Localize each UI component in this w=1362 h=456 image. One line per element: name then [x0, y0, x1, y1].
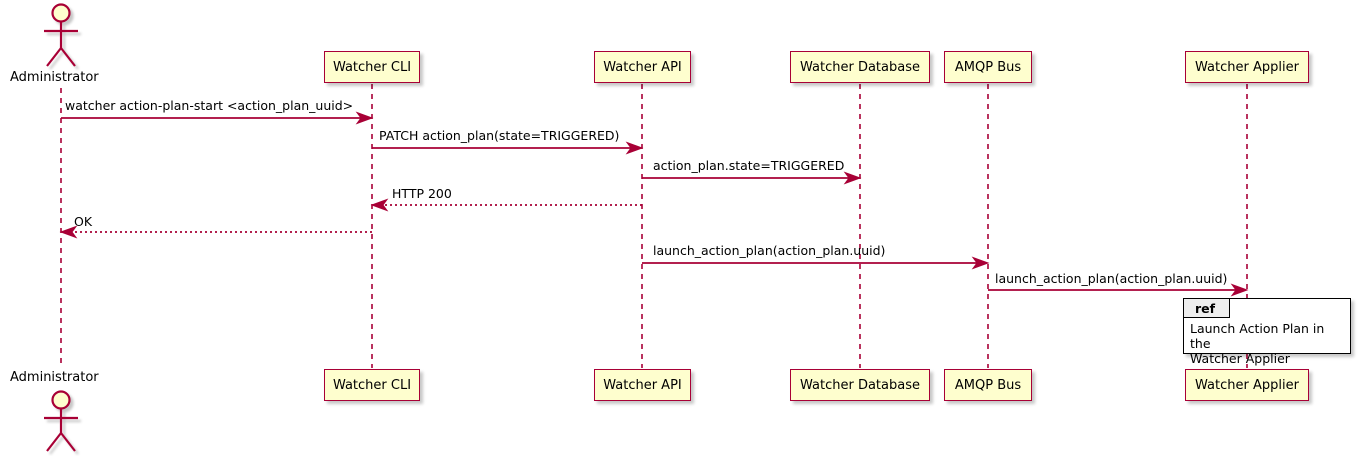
participant-box-amqp-bus-top[interactable]: AMQP Bus: [944, 51, 1032, 83]
actor-label-administrator-bottom: Administrator: [10, 370, 99, 385]
message-arrow-4: [59, 225, 372, 239]
message-arrow-5: [642, 256, 990, 270]
participant-box-watcher-cli-top[interactable]: Watcher CLI: [324, 51, 420, 83]
participant-box-watcher-api-bottom[interactable]: Watcher API: [594, 369, 691, 401]
message-label-3: HTTP 200: [392, 186, 452, 201]
actor-administrator-bottom-figure: [44, 390, 78, 452]
participant-box-watcher-applier-bottom[interactable]: Watcher Applier: [1185, 369, 1309, 401]
message-label-0: watcher action-plan-start <action_plan_u…: [65, 98, 354, 113]
lifeline-group: [60, 84, 1248, 368]
participant-box-watcher-database-top[interactable]: Watcher Database: [790, 51, 930, 83]
message-text-3: HTTP 200: [392, 186, 452, 201]
participant-label-watcher-database-bottom: Watcher Database: [800, 377, 920, 393]
participant-label-watcher-cli-bottom: Watcher CLI: [332, 377, 412, 393]
message-arrow-6: [988, 283, 1249, 297]
participant-label-watcher-cli-top: Watcher CLI: [332, 59, 412, 75]
message-arrow-1: [372, 141, 644, 155]
participant-box-watcher-api-top[interactable]: Watcher API: [594, 51, 691, 83]
participant-label-watcher-api-top: Watcher API: [603, 59, 682, 75]
message-arrow-0: [61, 111, 374, 125]
message-text-1: PATCH action_plan(state=TRIGGERED): [379, 128, 620, 143]
participant-label-watcher-api-bottom: Watcher API: [603, 377, 682, 393]
actor-label-text-top: Administrator: [10, 70, 99, 85]
participant-label-watcher-database-top: Watcher Database: [800, 59, 920, 75]
ref-fragment-body: Launch Action Plan in the Watcher Applie…: [1190, 321, 1346, 366]
message-arrow-3: [370, 198, 642, 212]
participant-label-amqp-bus-bottom: AMQP Bus: [954, 377, 1022, 393]
message-label-4: OK: [74, 214, 93, 229]
participant-box-amqp-bus-bottom[interactable]: AMQP Bus: [944, 369, 1032, 401]
actor-label-text-bottom: Administrator: [10, 370, 99, 385]
participant-box-watcher-database-bottom[interactable]: Watcher Database: [790, 369, 930, 401]
message-arrows: [59, 111, 1249, 297]
actor-label-administrator-top: Administrator: [10, 70, 99, 85]
participant-box-watcher-cli-bottom[interactable]: Watcher CLI: [324, 369, 420, 401]
message-text-4: OK: [74, 214, 93, 229]
message-text-0: watcher action-plan-start <action_plan_u…: [65, 98, 354, 113]
message-text-2: action_plan.state=TRIGGERED: [653, 158, 845, 173]
message-label-5: launch_action_plan(action_plan.uuid): [653, 243, 886, 258]
message-arrow-2: [642, 171, 862, 185]
participant-label-watcher-applier-top: Watcher Applier: [1195, 59, 1299, 75]
ref-fragment-tag-label: ref: [1195, 301, 1216, 316]
message-label-6: launch_action_plan(action_plan.uuid): [995, 271, 1228, 286]
ref-fragment-line-1: Launch Action Plan in the: [1190, 321, 1325, 351]
message-text-5: launch_action_plan(action_plan.uuid): [653, 243, 886, 258]
participant-label-amqp-bus-top: AMQP Bus: [954, 59, 1022, 75]
ref-fragment-tab: [1184, 299, 1230, 318]
ref-fragment-tag-text: ref: [1195, 301, 1216, 316]
message-label-2: action_plan.state=TRIGGERED: [653, 158, 845, 173]
actor-administrator-top-figure: [44, 3, 78, 67]
ref-fragment: ref Launch Action Plan in the Watcher Ap…: [1183, 298, 1351, 366]
participant-label-watcher-applier-bottom: Watcher Applier: [1195, 377, 1299, 393]
participant-box-watcher-applier-top[interactable]: Watcher Applier: [1185, 51, 1309, 83]
ref-fragment-line-2: Watcher Applier: [1190, 351, 1290, 366]
message-label-1: PATCH action_plan(state=TRIGGERED): [379, 128, 620, 143]
message-text-6: launch_action_plan(action_plan.uuid): [995, 271, 1228, 286]
